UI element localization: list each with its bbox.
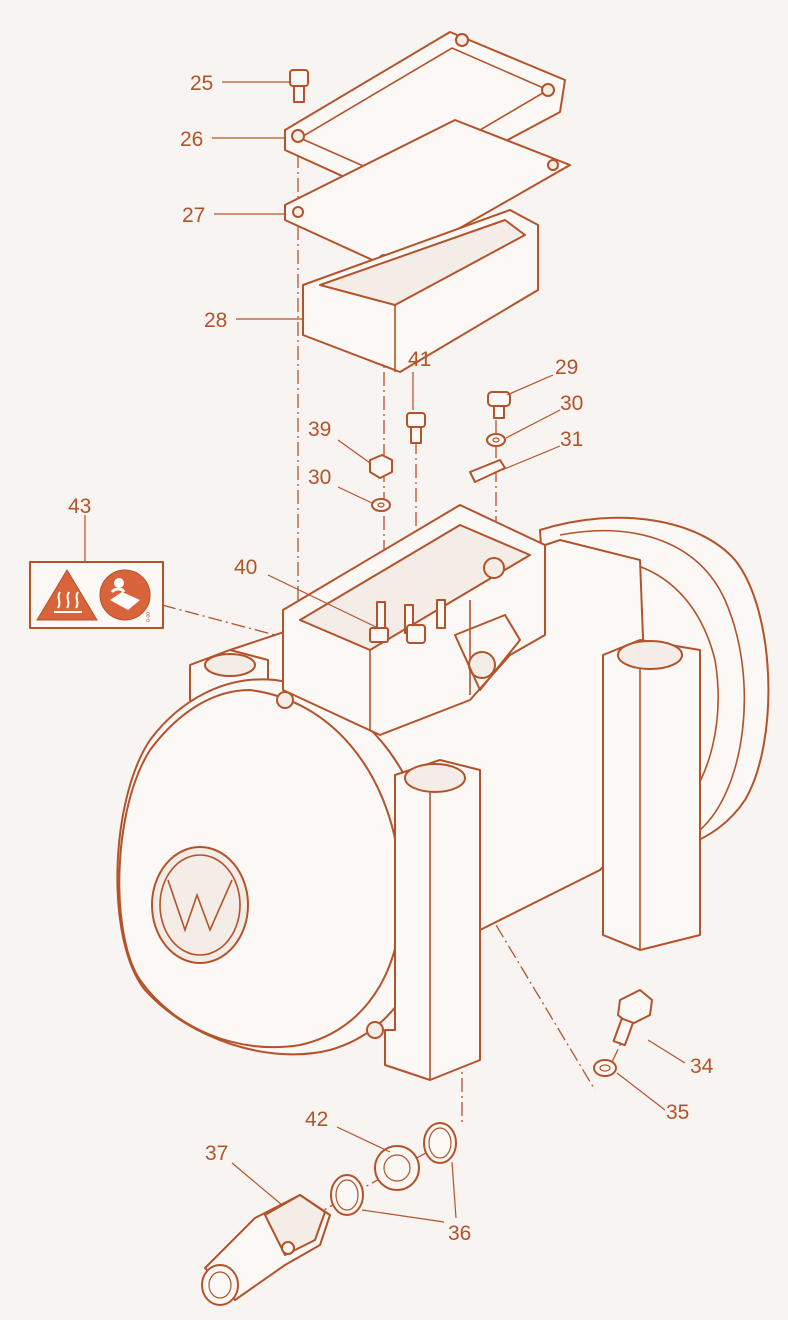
o-ring-36-lower: [330, 1174, 364, 1216]
nut-39: [369, 454, 393, 479]
label-34: 34: [690, 1055, 714, 1078]
bolt-34: [612, 989, 653, 1047]
screw-29: [487, 391, 511, 419]
label-29: 29: [555, 356, 578, 379]
label-31: 31: [560, 428, 583, 451]
label-30-lower: 30: [308, 466, 331, 489]
cover-plate: [284, 31, 566, 201]
label-27: 27: [182, 204, 205, 227]
label-36: 36: [448, 1222, 471, 1245]
label-37: 37: [205, 1142, 228, 1165]
label-43: 43: [68, 495, 91, 518]
bushing-42: [374, 1145, 420, 1191]
front-cover: [116, 678, 433, 1056]
label-35: 35: [666, 1101, 689, 1124]
hot-surface-warning-icon: [36, 569, 98, 621]
label-26: 26: [180, 128, 203, 151]
warning-label: 0-00: [29, 561, 164, 629]
washer-35: [593, 1059, 617, 1077]
svg-text:0-00: 0-00: [146, 612, 152, 622]
wacker-logo: [167, 879, 233, 933]
washer-30-upper: [486, 433, 506, 447]
label-25: 25: [190, 72, 213, 95]
label-30-upper: 30: [560, 392, 583, 415]
label-39: 39: [308, 418, 331, 441]
terminal-frame: [302, 209, 539, 373]
label-42: 42: [305, 1108, 328, 1131]
fitting-37: [201, 1194, 331, 1306]
washer-30-lower: [371, 498, 391, 512]
screw-41: [406, 412, 426, 444]
front-foot: [384, 759, 481, 1081]
o-ring-36-upper: [423, 1122, 457, 1164]
leader-lines: [84, 81, 686, 1223]
read-manual-icon: [99, 569, 151, 621]
label-28: 28: [204, 309, 227, 332]
callout-labels: 25 26 27 28 41 29 30 31 39 30 43 40 34 3…: [68, 72, 714, 1245]
label-40: 40: [234, 556, 257, 579]
screw-25: [289, 69, 309, 103]
tab-31: [469, 459, 506, 483]
label-41: 41: [408, 348, 431, 371]
